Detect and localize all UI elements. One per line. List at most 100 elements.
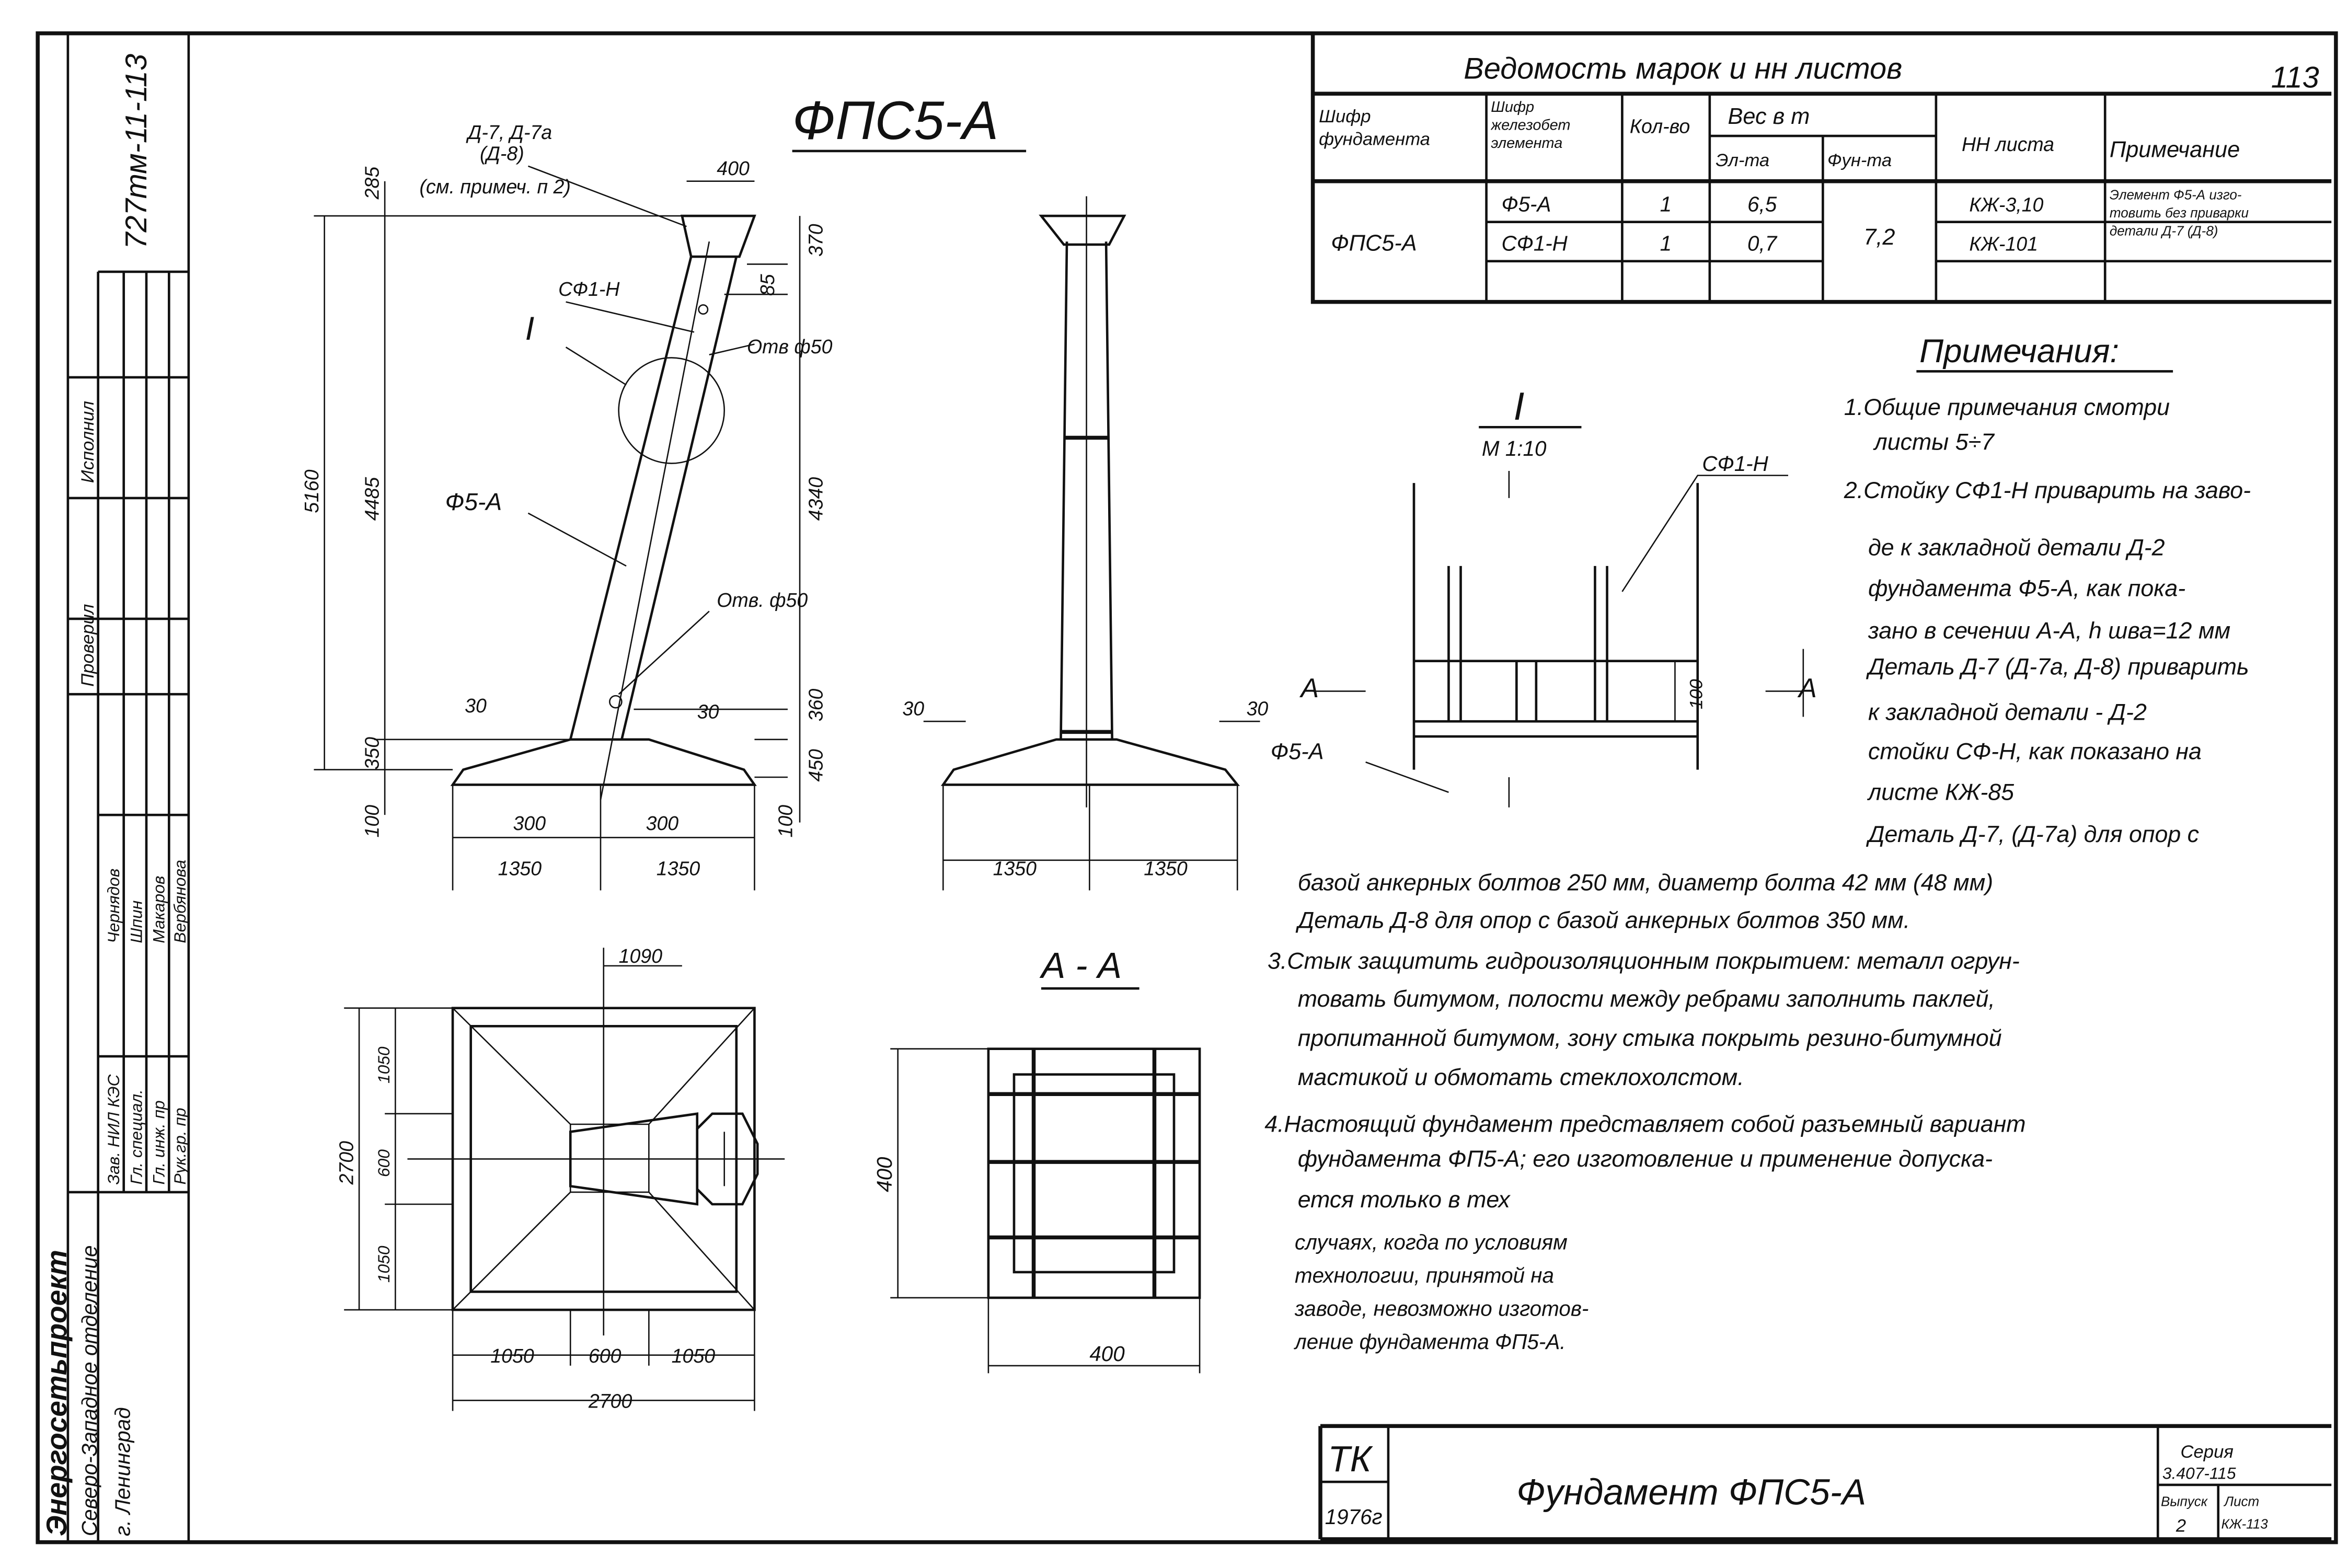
stamp-role: Гл. инж. пр <box>149 1100 168 1184</box>
note-line: к закладной детали - Д-2 <box>1868 699 2147 725</box>
dim-label: 100 <box>361 805 383 838</box>
dim-label: 300 <box>646 812 679 834</box>
dim-label: 1350 <box>1144 858 1188 880</box>
cell-element: Ф5-А <box>1501 192 1551 216</box>
dim-label: 400 <box>717 157 750 179</box>
note-line: технологии, принятой на <box>1295 1263 1554 1287</box>
cell-qty: 1 <box>1660 192 1672 216</box>
series-value: 3.407-115 <box>2162 1463 2236 1482</box>
title-block: ТК 1976г Фундамент ФПС5-А Серия 3.407-11… <box>1318 1424 2332 1541</box>
dim-label: 370 <box>804 224 826 257</box>
stamp-role: Зав. НИЛ КЭС <box>104 1074 123 1184</box>
note-line: товать битумом, полости между ребрами за… <box>1298 986 1995 1012</box>
dim-label: 4485 <box>361 477 383 521</box>
cut-mark-right: А <box>1797 673 1817 704</box>
note-line: пропитанной битумом, зону стыка покрыть … <box>1298 1025 2002 1051</box>
stamp-name: Макаров <box>149 876 168 943</box>
sheet-frame <box>36 31 2338 1544</box>
series-label: Серия <box>2181 1442 2234 1462</box>
doc-code: 727тм-11-113 <box>120 54 153 249</box>
detail-foundation: Ф5-А <box>1271 739 1324 764</box>
cut-mark-left: А <box>1299 673 1319 704</box>
dim-label: 400 <box>1089 1342 1125 1366</box>
dim-label: 1050 <box>374 1246 393 1283</box>
stamp-name: Шпин <box>126 901 145 943</box>
dim-label: СФ1-Н <box>558 278 620 300</box>
issue-value: 2 <box>2176 1516 2186 1536</box>
note-line: мастикой и обмотать стеклохолстом. <box>1298 1064 1744 1090</box>
note-line: листе КЖ-85 <box>1867 779 2014 805</box>
dim-label: Отв ф50 <box>747 336 833 358</box>
note-line: ление фундамента ФП5-А. <box>1294 1330 1566 1354</box>
header-sheet-no: НН листа <box>1962 133 2054 155</box>
department: Северо-Западное отделение <box>77 1246 101 1537</box>
note-line: стойки СФ-Н, как показано на <box>1868 738 2202 764</box>
dim-label: 30 <box>465 695 487 717</box>
cell-foundation-weight: 7,2 <box>1863 225 1895 250</box>
sheet-number: 113 <box>2271 61 2319 95</box>
note-line: фундамента Ф5-А, как пока- <box>1868 575 2185 602</box>
header-quantity: Кол-во <box>1630 115 1690 137</box>
dim-label: 30 <box>902 698 924 720</box>
dim-label: 1350 <box>993 858 1037 880</box>
section-title: А - А <box>1039 945 1122 986</box>
stamp-name: Вербянова <box>170 860 189 943</box>
note-line: 2.Стойку СФ1-Н приварить на заво- <box>1844 477 2251 503</box>
dim-label: Ф5-А <box>445 488 502 515</box>
front-elevation: 30 30 1350 1350 <box>902 196 1269 891</box>
dim-label: (Д-8) <box>480 142 524 164</box>
dim-label: 350 <box>361 737 383 770</box>
note-line: де к закладной детали Д-2 <box>1868 535 2165 561</box>
header-note: Примечание <box>2110 137 2240 162</box>
dim-label: Д-7, Д-7а <box>466 121 552 143</box>
note-line: листы 5÷7 <box>1873 429 1996 455</box>
notes: Примечания: 1.Общие примечания смотри ли… <box>1264 333 2251 1354</box>
title-block-name: Фундамент ФПС5-А <box>1516 1471 1866 1512</box>
header-weight: Вес в т <box>1728 104 1810 129</box>
cell-weight: 0,7 <box>1747 231 1778 255</box>
dim-label: 1050 <box>374 1046 393 1083</box>
stamp-name: Чернядов <box>104 869 123 943</box>
dim-label: 1050 <box>672 1345 716 1367</box>
issue-label: Выпуск <box>2161 1493 2208 1509</box>
dim-label: 1050 <box>490 1345 534 1367</box>
dim-label: 1090 <box>619 945 663 967</box>
detail-scale: М 1:10 <box>1482 436 1547 460</box>
stamp-role: Рук.гр. пр <box>170 1108 189 1185</box>
note-line: 4.Настоящий фундамент представляет собой… <box>1264 1111 2025 1137</box>
dim-label: 100 <box>1686 679 1706 709</box>
plan-view: 1090 2700 1050 600 1050 1050 600 1050 27… <box>336 945 785 1412</box>
dim-label: 2700 <box>588 1390 632 1412</box>
organization: Энергосетьпроект <box>40 1250 73 1536</box>
note-line: Деталь Д-7, (Д-7а) для опор с <box>1866 821 2199 847</box>
section-mark: I <box>525 310 535 347</box>
cell-element: СФ1-Н <box>1501 231 1568 255</box>
cell-sheet: КЖ-3,10 <box>1969 193 2043 215</box>
dim-label: Отв. ф50 <box>717 589 808 611</box>
detail-i: I М 1:10 СФ1-Н А А 100 Ф5-А <box>1271 384 1817 808</box>
dim-label: 400 <box>872 1157 896 1192</box>
side-elevation: Д-7, Д-7а (Д-8) (см. примеч. п 2) 400 СФ… <box>301 121 833 891</box>
cell-note: Элемент Ф5-А изго- <box>2110 187 2242 202</box>
title-block-year: 1976г <box>1325 1505 1383 1529</box>
note-line: Деталь Д-8 для опор с базой анкерных бол… <box>1295 907 1910 933</box>
dim-label: 450 <box>804 749 826 782</box>
dim-label: 600 <box>589 1345 621 1367</box>
dim-label: 30 <box>1247 698 1269 720</box>
note-line: заводе, невозможно изготов- <box>1294 1297 1589 1321</box>
cell-note: товить без приварки <box>2110 205 2249 221</box>
note-line: фундамента ФП5-А; его изготовление и при… <box>1298 1146 1993 1172</box>
cell-weight: 6,5 <box>1747 192 1777 216</box>
header-foundation-code: Шифр фундамента <box>1319 106 1430 150</box>
dim-label: 2700 <box>336 1141 358 1185</box>
cell-sheet: КЖ-101 <box>1969 233 2038 255</box>
dim-label: 600 <box>374 1149 393 1177</box>
detail-column: СФ1-Н <box>1702 452 1768 476</box>
schedule-title: Ведомость марок и нн листов <box>1464 52 1902 85</box>
sheet-value: КЖ-113 <box>2222 1516 2269 1532</box>
detail-title: I <box>1514 384 1525 428</box>
notes-title: Примечания: <box>1919 333 2119 370</box>
dim-label: 5160 <box>301 469 323 513</box>
header-weight-element: Эл-та <box>1716 151 1769 170</box>
